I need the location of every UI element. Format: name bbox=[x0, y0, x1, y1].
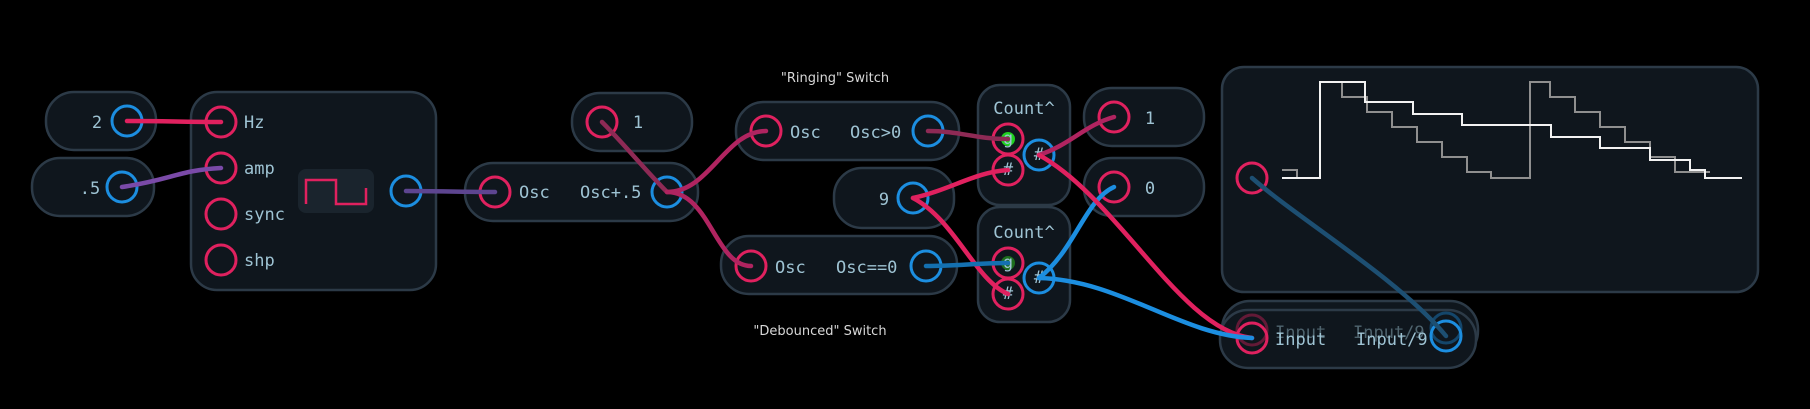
const-node-zero[interactable]: 0 bbox=[1082, 156, 1206, 218]
const-node-one-b[interactable]: 1 bbox=[1082, 86, 1206, 148]
wire-hz[interactable] bbox=[124, 118, 224, 125]
expr-node-osc-eq[interactable]: Osc Osc==0 bbox=[719, 234, 959, 296]
wire-count-bottom-to-input[interactable] bbox=[1036, 275, 1255, 341]
scope-trace-white bbox=[1282, 81, 1742, 179]
const-value: 9 bbox=[879, 190, 889, 210]
expr-node-osc-plus[interactable]: Osc Osc+.5 bbox=[463, 161, 700, 223]
const-node-nine[interactable]: 9 bbox=[832, 166, 956, 230]
expr-node-osc-gt[interactable]: Osc Osc>0 bbox=[734, 100, 961, 162]
const-out-port[interactable] bbox=[105, 170, 139, 204]
expr-out-label: Osc+.5 bbox=[580, 183, 641, 203]
reset-in-port[interactable] bbox=[991, 277, 1025, 311]
const-node-amp[interactable]: .5 bbox=[30, 156, 156, 218]
wire-eq-to-gate[interactable] bbox=[923, 260, 1011, 269]
oscillator-node[interactable]: Hz amp sync shp bbox=[189, 90, 438, 292]
wire-nine-to-reset-top[interactable] bbox=[910, 167, 1011, 201]
const-value: 1 bbox=[1145, 109, 1155, 129]
expr-out-port[interactable] bbox=[650, 175, 684, 209]
scope-node[interactable] bbox=[1220, 65, 1760, 294]
wire-count-to-one[interactable] bbox=[1036, 114, 1117, 158]
wire-plus-to-eq[interactable] bbox=[664, 189, 754, 269]
counter-node-top[interactable]: Count^ g # # bbox=[976, 83, 1072, 207]
const-value: 0 bbox=[1145, 179, 1155, 199]
expr-in-port[interactable] bbox=[749, 114, 783, 148]
sync-in-port[interactable] bbox=[204, 197, 238, 231]
square-wave-icon[interactable] bbox=[298, 169, 374, 213]
port-label: Hz bbox=[244, 113, 264, 133]
scope-trace-gray bbox=[1282, 81, 1710, 179]
wire-one-to-plus[interactable] bbox=[599, 119, 670, 195]
debounced-switch-caption: "Debounced" Switch bbox=[753, 324, 886, 339]
shp-in-port[interactable] bbox=[204, 243, 238, 277]
wire-amp[interactable] bbox=[119, 165, 224, 190]
counter-title: Count^ bbox=[993, 223, 1054, 243]
port-label: sync bbox=[244, 205, 285, 225]
count-out-port[interactable] bbox=[1022, 138, 1056, 172]
expr-in-label: Input bbox=[1275, 330, 1326, 350]
wire-count-to-input[interactable] bbox=[1036, 152, 1255, 341]
expr-out-label: Input/9 bbox=[1356, 330, 1428, 350]
expr-out-label: Osc>0 bbox=[850, 123, 901, 143]
scope-in-port[interactable] bbox=[1235, 161, 1269, 195]
const-value: 1 bbox=[633, 113, 643, 133]
const-in-port[interactable] bbox=[1097, 170, 1131, 204]
port-label: amp bbox=[244, 159, 275, 179]
expr-out-port[interactable] bbox=[1429, 319, 1463, 353]
counter-title: Count^ bbox=[993, 99, 1054, 119]
wire-nine-to-reset-bottom[interactable] bbox=[910, 195, 1011, 297]
ringing-switch-caption: "Ringing" Switch bbox=[781, 71, 889, 86]
const-value: .5 bbox=[80, 179, 100, 199]
expr-out-port-ghost bbox=[1429, 311, 1463, 345]
expr-in-label-ghost: Input bbox=[1275, 323, 1326, 343]
wire-count-to-zero[interactable] bbox=[1036, 184, 1117, 281]
expr-node-input-div[interactable]: Input Input/9 Input Input/9 bbox=[1218, 299, 1480, 370]
const-node-one[interactable]: 1 bbox=[570, 91, 694, 153]
const-value: 2 bbox=[92, 113, 102, 133]
expr-in-label: Osc bbox=[519, 183, 550, 203]
const-in-port[interactable] bbox=[1097, 100, 1131, 134]
wire-plus-to-gt[interactable] bbox=[664, 128, 769, 195]
const-in-port[interactable] bbox=[585, 105, 619, 139]
expr-out-label-ghost: Input/9 bbox=[1353, 323, 1425, 343]
expr-in-label: Osc bbox=[775, 258, 806, 278]
expr-in-label: Osc bbox=[790, 123, 821, 143]
const-out-port[interactable] bbox=[896, 181, 930, 215]
expr-in-port-ghost bbox=[1235, 313, 1269, 347]
wire-div-to-scope[interactable] bbox=[1249, 175, 1449, 339]
expr-in-port[interactable] bbox=[734, 249, 768, 283]
expr-out-label: Osc==0 bbox=[836, 258, 897, 278]
wire-gt-to-gate[interactable] bbox=[925, 128, 1011, 142]
wire-osc-to-plus[interactable] bbox=[403, 188, 498, 195]
port-label: shp bbox=[244, 251, 275, 271]
